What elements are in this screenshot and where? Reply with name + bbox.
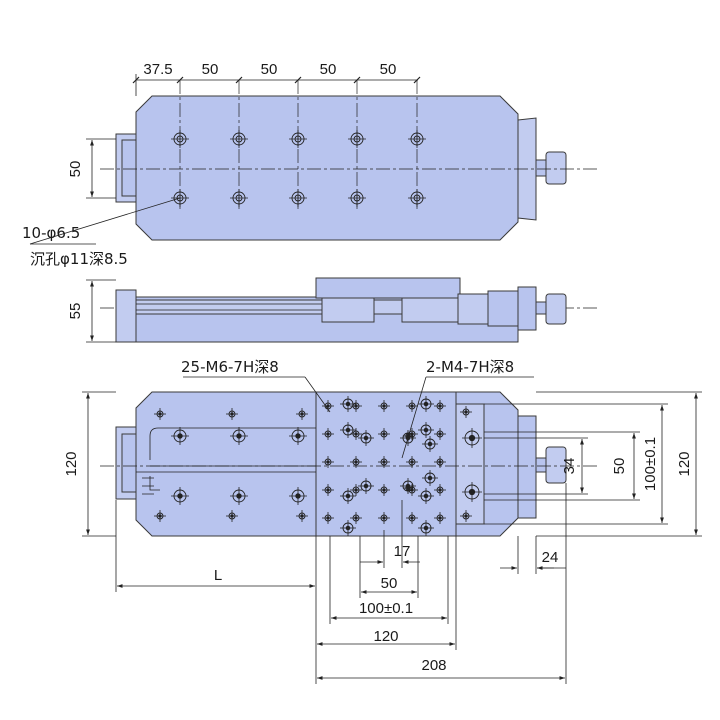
counterbore-hole [408,130,426,148]
base-counterbore-hole [230,487,248,505]
m6-tapped-hole [434,512,446,524]
side-block-hole [460,510,472,522]
m6-tapped-hole [434,428,446,440]
pitch-label-3: 50 [261,61,278,78]
counterbore-hole [171,130,189,148]
m6-tapped-hole [378,484,390,496]
counterbore-hole [289,189,307,207]
m6-tapped-hole [350,456,362,468]
counterbore-callout: 沉孔φ11深8.5 [30,250,128,268]
counterbore-hole [408,189,426,207]
m6-callout: 25-M6-7H深8 [181,358,279,376]
m6-tapped-hole [434,400,446,412]
pitch-label-4: 50 [320,61,337,78]
counterbore-hole [230,130,248,148]
counterbore-hole [230,189,248,207]
pitch-label-2: 50 [202,61,219,78]
side-block-hole [460,406,472,418]
pitch-label-1: 37.5 [143,61,172,78]
m6-tapped-hole [322,428,334,440]
carriage-counterbore-hole [422,470,438,486]
base-counterbore-hole [289,487,307,505]
side-block-counterbore [462,428,482,448]
side-height-dim: 55 [67,303,84,320]
base-tapped-hole [296,510,308,522]
carriage-counterbore-hole [422,436,438,452]
bottom-carriage-side [455,403,485,525]
m6-tapped-hole [406,400,418,412]
m6-tapped-hole [406,456,418,468]
base-tapped-hole [226,510,238,522]
right-dim-100: 100±0.1 [642,437,659,491]
bottom-knob [545,446,567,484]
base-counterbore-hole [171,427,189,445]
m6-tapped-hole [378,400,390,412]
side-carriage-block-1 [321,297,375,323]
top-height-dim: 50 [67,161,84,178]
base-counterbore-hole [289,427,307,445]
left-height-dim: 120 [63,451,80,476]
m6-tapped-hole [322,484,334,496]
side-left-end [115,289,137,343]
right-dim-120: 120 [676,451,693,476]
carriage-counterbore-hole [418,396,434,412]
carriage-counterbore-hole [340,422,356,438]
side-view: 55 [67,277,600,343]
carriage-counterbore-hole [340,396,356,412]
top-knob [545,151,567,185]
base-tapped-hole [154,510,166,522]
side-knob [545,293,567,325]
counterbore-hole [348,130,366,148]
m6-tapped-hole [378,428,390,440]
m6-tapped-hole [434,456,446,468]
bottom-dim-120: 120 [373,628,398,645]
m6-tapped-hole [350,400,362,412]
bottom-dim-100: 100±0.1 [359,600,413,617]
base-tapped-hole [296,408,308,420]
pitch-label-5: 50 [380,61,397,78]
right-dim-34: 34 [561,458,578,475]
carriage-counterbore-hole [340,488,356,504]
bottom-dim-17: 17 [394,543,411,560]
side-carriage-top [315,277,461,299]
carriage-counterbore-hole [418,422,434,438]
m6-tapped-hole [350,484,362,496]
m4-callout: 2-M4-7H深8 [426,358,514,376]
carriage-counterbore-hole [418,520,434,536]
m6-tapped-hole [350,512,362,524]
carriage-counterbore-hole [340,520,356,536]
m6-tapped-hole [322,512,334,524]
side-coupling [457,293,489,325]
hole-callout: 10-φ6.5 [22,224,80,242]
bottom-dim-50: 50 [381,575,398,592]
carriage-counterbore-hole [358,478,374,494]
base-tapped-hole [226,408,238,420]
right-offset-dim: 24 [542,549,559,566]
stroke-label: L [214,567,222,584]
bottom-dim-208: 208 [421,657,446,674]
top-plate [135,95,519,241]
carriage-counterbore-hole [418,488,434,504]
right-dim-50: 50 [611,458,628,475]
base-tapped-hole [154,408,166,420]
counterbore-hole [348,189,366,207]
top-view: 37.5 50 50 50 50 50 10-φ6.5 沉孔φ11深8.5 [22,61,600,268]
side-carriage-block-2 [401,297,459,323]
carriage-counterbore-hole [358,430,374,446]
top-mounting-holes [171,80,426,210]
m6-tapped-hole [378,456,390,468]
base-counterbore-hole [230,427,248,445]
base-counterbore-hole [171,487,189,505]
m6-tapped-hole [434,484,446,496]
m6-tapped-hole [378,512,390,524]
m6-tapped-hole [322,456,334,468]
m6-tapped-hole [406,512,418,524]
m6-tapped-hole [350,428,362,440]
side-block-counterbore [462,482,482,502]
bottom-view: 25-M6-7H深8 2-M4-7H深8 120 34 50 100±0.1 1… [63,358,702,684]
counterbore-hole [289,130,307,148]
m4-tapped-hole [402,482,414,494]
side-right-end [517,286,537,331]
